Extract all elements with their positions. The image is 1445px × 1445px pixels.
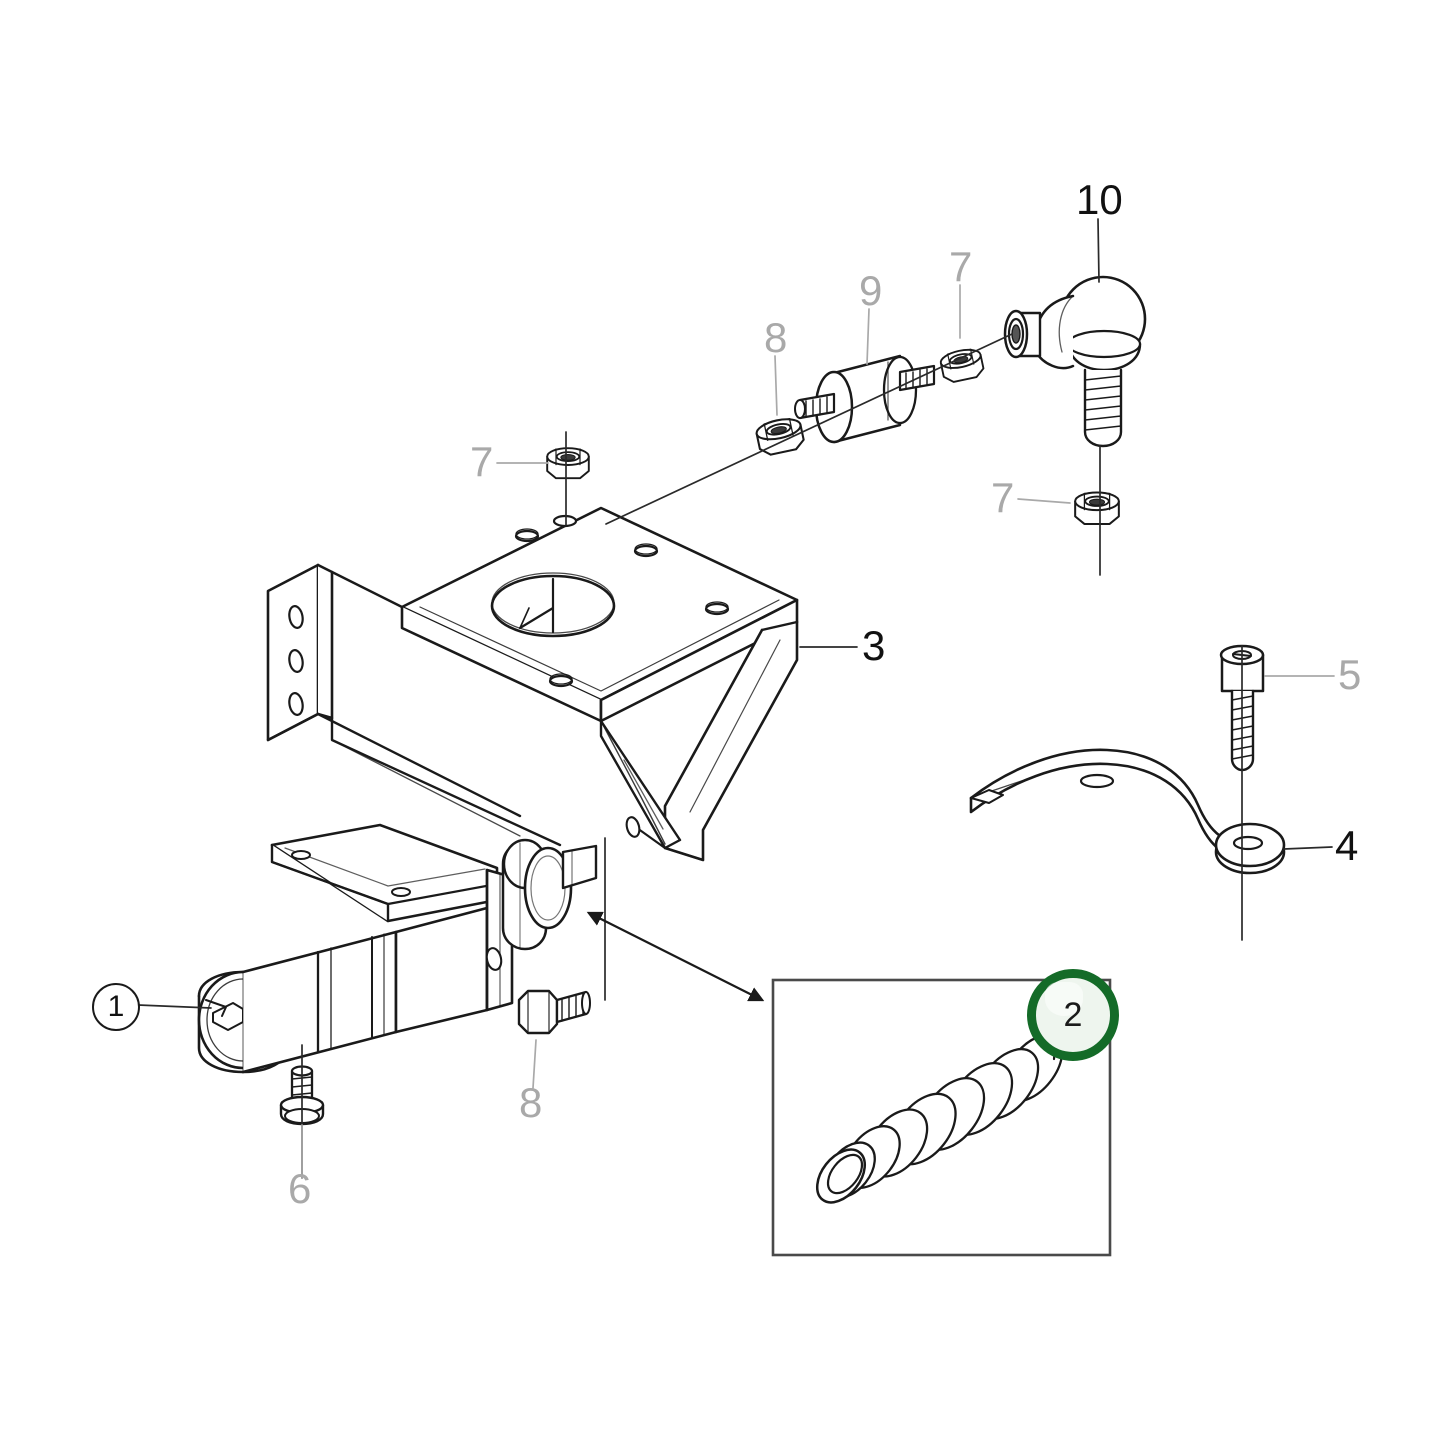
hex-head-bolt: [517, 989, 591, 1035]
callout-label-10[interactable]: 10: [1076, 176, 1123, 223]
hex-lock-nut-7c: [1074, 491, 1120, 525]
callout-label-3[interactable]: 3: [862, 622, 886, 669]
callout-label-2: 2: [1063, 995, 1083, 1034]
lever-arm: [969, 748, 1286, 875]
ball-joint: [1003, 275, 1147, 448]
detail-connector-arrow: [586, 911, 765, 1002]
callout-label-7b[interactable]: 7: [949, 243, 973, 290]
callout-highlight-2[interactable]: 2: [1027, 969, 1119, 1061]
callout-label-8a[interactable]: 8: [764, 314, 788, 361]
callout-label-4[interactable]: 4: [1335, 822, 1359, 869]
callout-label-9[interactable]: 9: [859, 267, 883, 314]
isolator-bushing: [794, 354, 936, 444]
callout-label-7c[interactable]: 7: [991, 474, 1015, 521]
callout-label-6[interactable]: 6: [288, 1165, 312, 1212]
installed-boot: [501, 838, 573, 951]
drawing-linework: [137, 218, 1335, 1204]
callout-label-7a[interactable]: 7: [470, 438, 494, 485]
callout-label-8b[interactable]: 8: [519, 1079, 543, 1126]
leader-lines: [137, 218, 1335, 1179]
callout-balloon-1[interactable]: 1: [92, 983, 140, 1031]
detail-boot: [815, 1029, 1064, 1204]
actuator-motor: [197, 823, 598, 1074]
callout-label-1: 1: [107, 990, 125, 1023]
detail-box-frame: [771, 978, 1112, 1257]
mounting-bracket: [266, 506, 799, 862]
hex-lock-nut-7a: [546, 447, 590, 480]
callout-label-5[interactable]: 5: [1338, 651, 1362, 698]
